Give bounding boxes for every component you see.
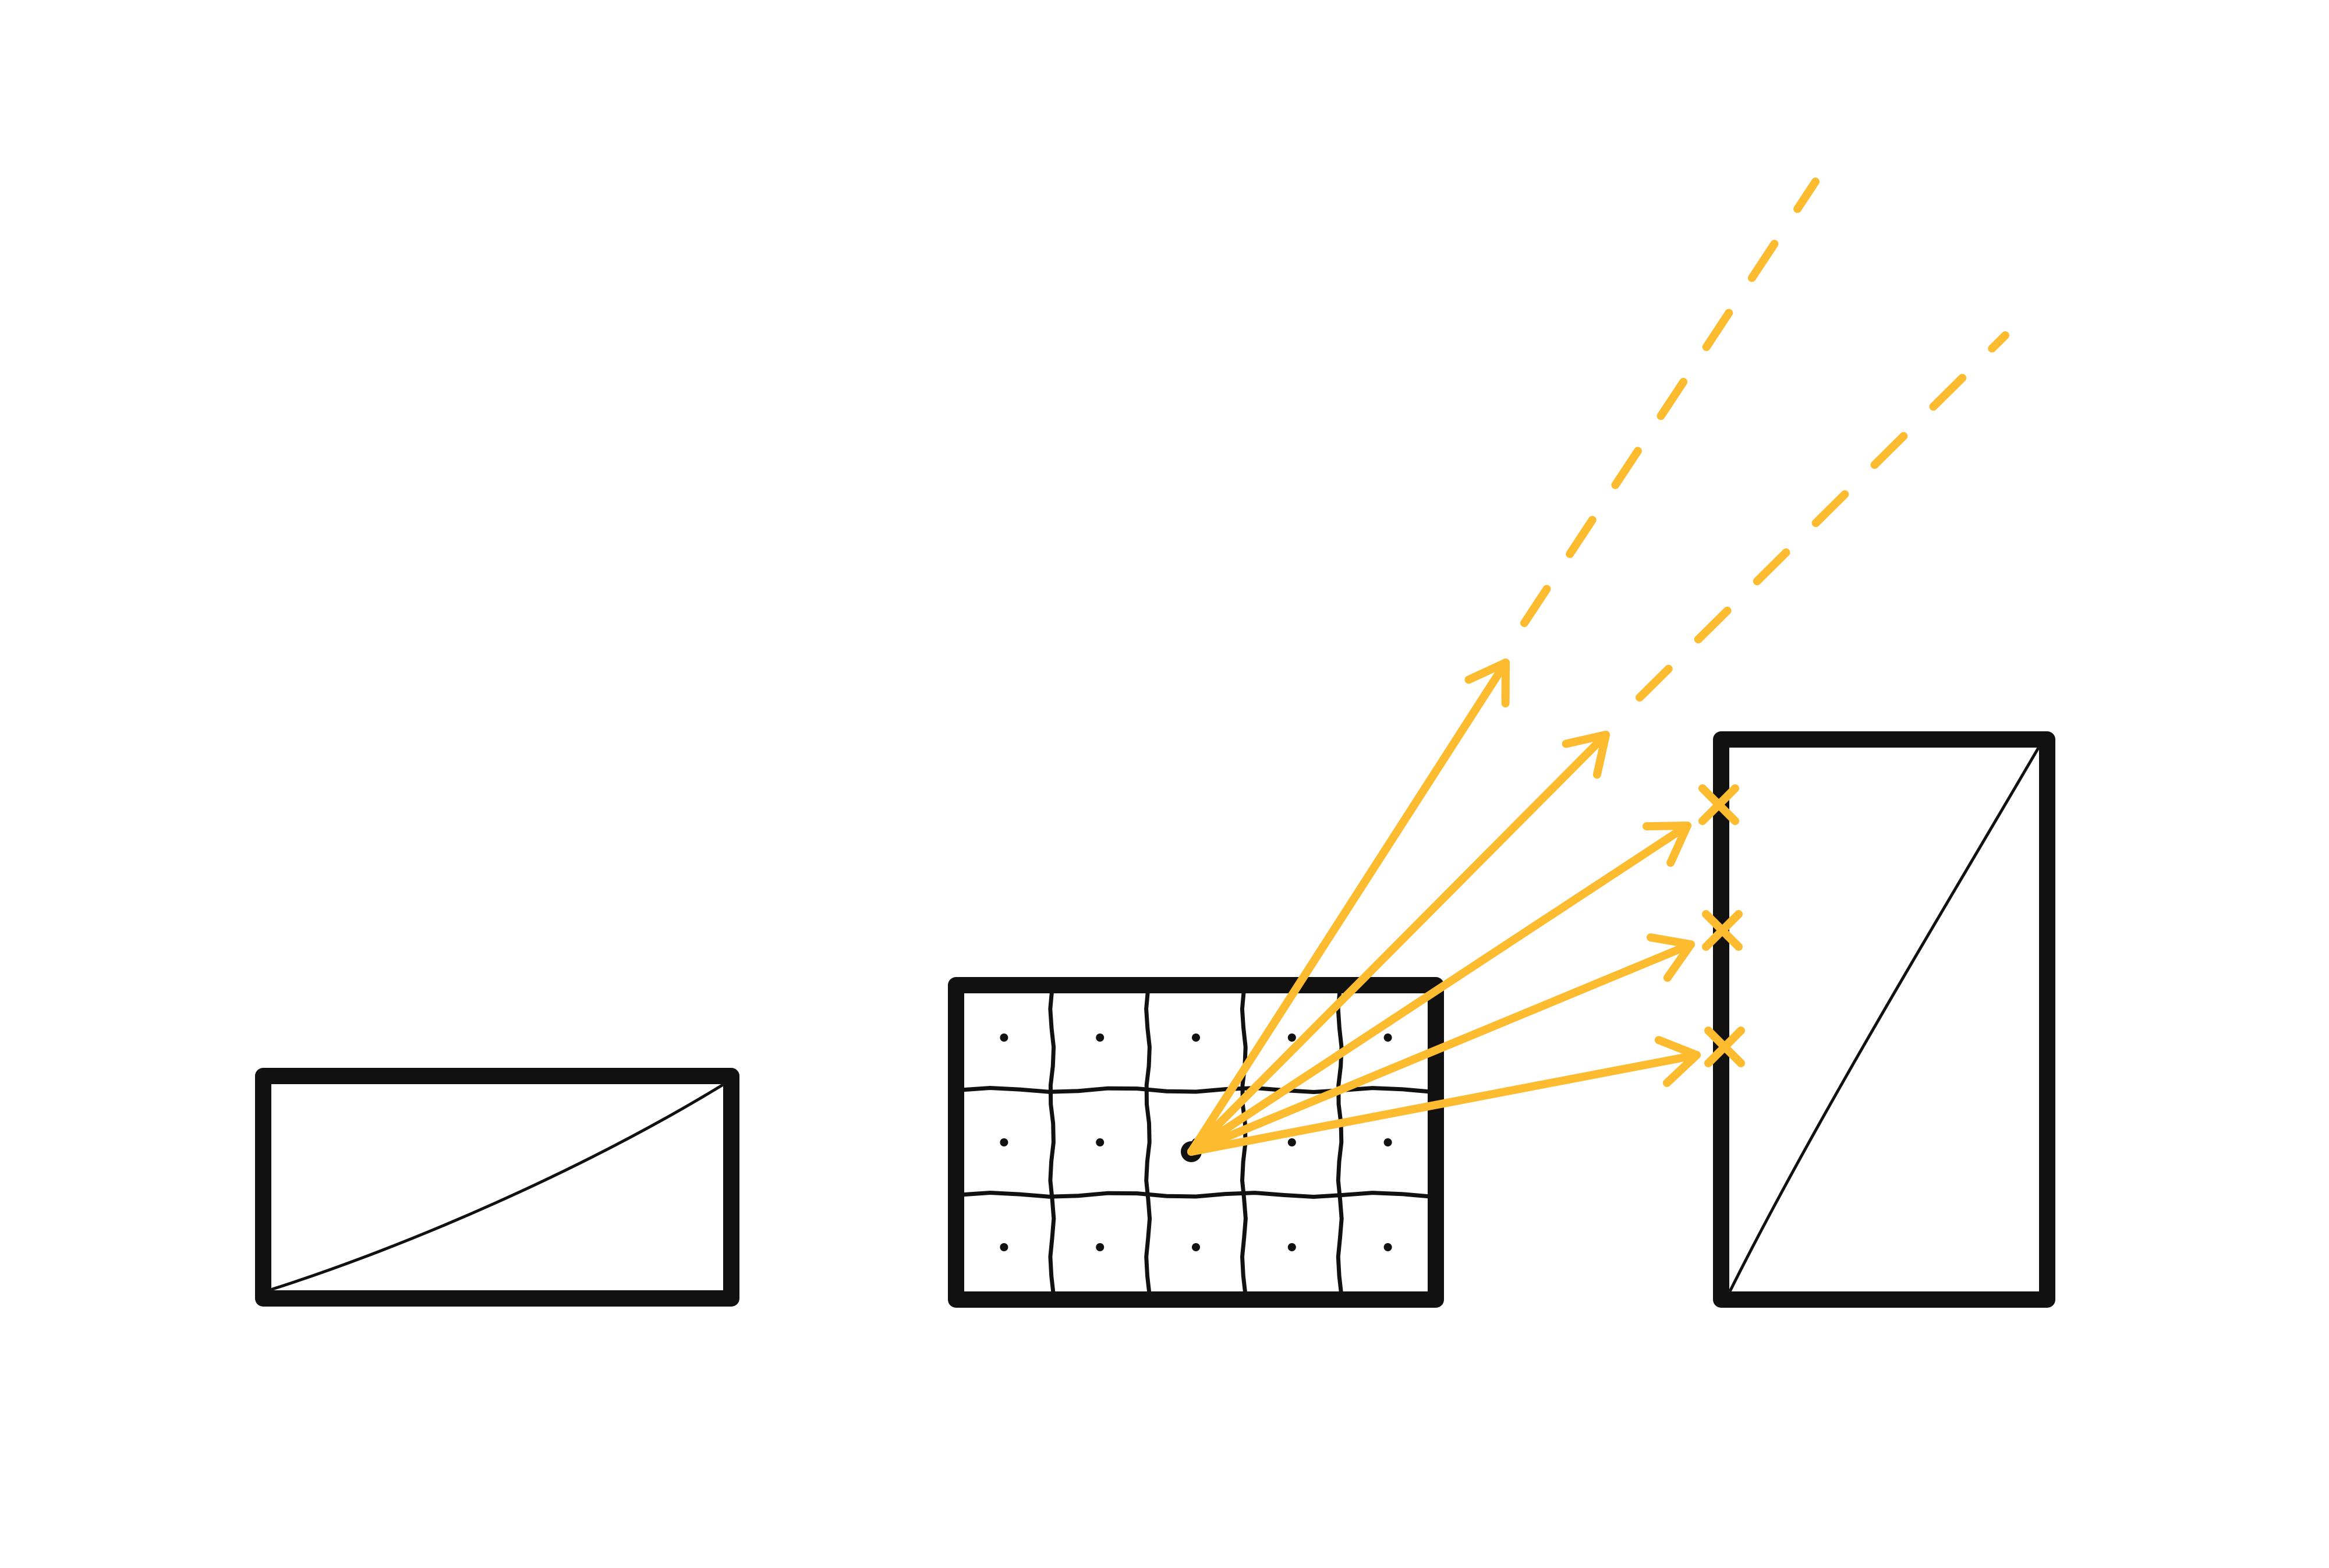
escaping-ray-continuation (1520, 178, 1820, 627)
pixel-sample-dot (1287, 1138, 1296, 1146)
pixel-sample-dot (1000, 1243, 1008, 1251)
pixel-sample-dot (1383, 1243, 1392, 1251)
blocked-hit-mark (1704, 1027, 1745, 1067)
grid-row-line (958, 1190, 1433, 1199)
grid-column-line (1336, 987, 1344, 1297)
grid-column-line (1048, 987, 1056, 1297)
light-source-rectangle (255, 1068, 739, 1307)
pixel-sample-dot (1096, 1138, 1105, 1146)
blocked-hit-mark (1702, 910, 1743, 951)
blocked-ray-3 (1187, 1051, 1701, 1156)
pixel-sample-dot (1000, 1033, 1008, 1042)
pixel-sample-dot (1192, 1033, 1200, 1042)
escaping-ray-continuation (1636, 331, 2009, 702)
pixel-grid-lines (958, 987, 1433, 1297)
blocked-ray-1 (1187, 822, 1691, 1156)
pixel-sample-dot (1383, 1033, 1392, 1042)
pixel-sample-dot (1287, 1243, 1296, 1251)
blocked-ray-arrowhead (1654, 1036, 1701, 1087)
blocked-hit-mark (1698, 784, 1739, 825)
escaping-ray-2 (1187, 731, 1610, 1156)
pixel-sample-dot (1287, 1033, 1296, 1042)
right-rectangle-diagonal (1729, 747, 2040, 1292)
blocked-ray-2 (1187, 940, 1695, 1156)
escaping-ray-1 (1187, 659, 1510, 1156)
pixel-sample-dot (1192, 1243, 1200, 1251)
pixel-sample-dot (1000, 1138, 1008, 1146)
blocked-ray-arrowhead (1643, 822, 1691, 867)
escaping-ray-arrowhead (1464, 659, 1510, 707)
grid-row-line (958, 1085, 1433, 1095)
pixel-sample-dot (1383, 1138, 1392, 1146)
grid-column-line (1144, 987, 1152, 1297)
rays (1187, 178, 2009, 1156)
escaping-ray-arrowhead (1562, 731, 1610, 779)
pixel-sample-dot (1096, 1033, 1105, 1042)
occluder-rectangle (1713, 731, 2055, 1308)
pixel-sample-dot (1096, 1243, 1105, 1251)
left-rectangle-diagonal (271, 1084, 724, 1291)
blocked-ray-arrowhead (1647, 933, 1695, 982)
